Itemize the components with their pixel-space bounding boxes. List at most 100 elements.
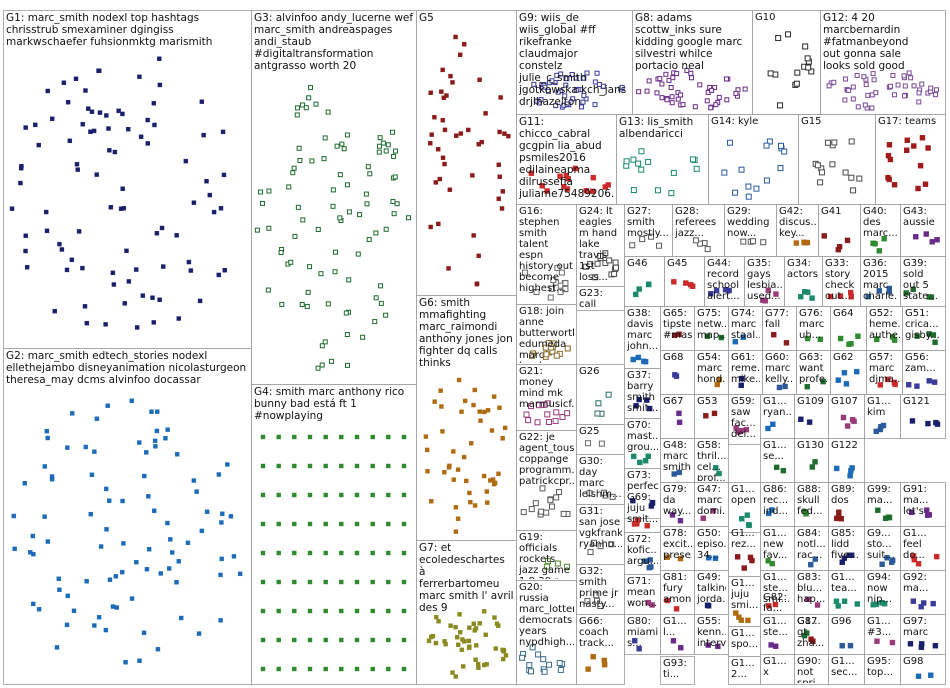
node-g88 (803, 511, 809, 517)
node-g65 (676, 331, 682, 337)
node-g6 (472, 503, 478, 508)
node-g1 (83, 88, 88, 93)
node-g1 (67, 138, 73, 144)
node-g1 (88, 129, 93, 134)
node-g3 (300, 102, 306, 108)
node-g9 (549, 78, 555, 84)
node-g4 (276, 608, 281, 614)
node-g115 (772, 643, 779, 649)
group-frame-g44 (704, 256, 745, 307)
node-g4 (370, 579, 375, 585)
node-g4 (370, 637, 375, 643)
node-g5 (428, 141, 433, 146)
node-g113 (808, 636, 814, 642)
group-label-g53: G53 (697, 396, 718, 407)
node-g38 (642, 359, 649, 365)
group-label-g93: G93: ti... (663, 658, 687, 680)
node-g1 (145, 117, 150, 123)
node-g32 (593, 592, 600, 599)
group-label-g18: G18: join anne butterworth edumeda marc … (519, 306, 574, 363)
node-g43 (913, 234, 919, 240)
node-g83 (805, 596, 811, 602)
group-label-g45: G45 (667, 258, 688, 269)
node-g69 (644, 522, 650, 529)
node-g8 (670, 75, 676, 81)
node-g2 (155, 409, 160, 414)
node-g6 (487, 478, 493, 483)
node-g13 (693, 165, 700, 172)
node-g74 (732, 338, 739, 345)
node-g79 (669, 512, 676, 518)
node-g105 (772, 601, 779, 608)
node-layer (9, 31, 941, 679)
node-g7 (459, 647, 465, 653)
group-frame-g96 (828, 614, 865, 655)
node-g44 (726, 287, 732, 294)
node-g108 (873, 428, 879, 435)
node-g7 (493, 646, 498, 651)
group-label-g39: G39: sold out 5 state... (903, 258, 938, 302)
node-g6 (468, 441, 474, 446)
node-g37 (636, 396, 642, 403)
node-g99 (886, 514, 893, 521)
node-g17 (886, 176, 892, 183)
group-frame-g40 (860, 204, 901, 257)
node-g102 (745, 617, 751, 624)
node-g6 (461, 454, 467, 460)
group-frame-g106 (728, 482, 761, 533)
group-frame-g3 (251, 10, 417, 385)
node-g78 (664, 554, 670, 560)
node-g4 (260, 550, 266, 556)
node-g7 (492, 615, 497, 620)
node-g33 (827, 293, 834, 300)
group-frame-g103 (660, 614, 695, 655)
group-label-g76: G76: marc uh... (799, 308, 825, 341)
node-g4 (323, 492, 328, 498)
node-g2 (92, 623, 97, 628)
node-g8 (724, 97, 730, 103)
group-label-g105: G1... ste... smi... (763, 572, 791, 605)
group-label-g33: G33: story check out... (825, 258, 855, 302)
node-g1 (122, 301, 127, 306)
node-g1 (134, 325, 140, 330)
node-g1 (157, 82, 163, 88)
node-g9 (569, 72, 575, 78)
node-g44 (713, 287, 720, 294)
node-g15 (850, 187, 857, 194)
node-g7 (471, 621, 476, 626)
node-g8 (669, 100, 675, 106)
node-g1 (124, 248, 129, 254)
node-g60 (782, 383, 788, 390)
node-g6 (462, 398, 468, 404)
node-g3 (313, 101, 319, 107)
group-label-g25: G25 (579, 426, 600, 437)
node-g3 (406, 215, 412, 221)
node-g20 (546, 661, 553, 668)
node-g87 (803, 630, 810, 636)
node-g4 (339, 492, 344, 498)
group-label-g41: G41 (821, 206, 842, 217)
node-g8 (709, 87, 715, 93)
node-g22 (528, 506, 535, 513)
node-g1 (157, 297, 162, 302)
node-g1 (137, 74, 142, 79)
node-g72 (647, 557, 653, 563)
node-g4 (260, 579, 266, 585)
node-g1 (150, 295, 155, 300)
node-g71 (649, 602, 655, 608)
node-g14 (738, 166, 745, 173)
node-g6 (481, 473, 487, 479)
node-g24 (597, 252, 604, 259)
node-g62 (835, 377, 842, 383)
node-g5 (436, 221, 441, 227)
node-g5 (447, 187, 453, 192)
node-g13 (623, 158, 630, 165)
node-g6 (442, 469, 447, 475)
node-g15 (814, 162, 821, 169)
node-g2 (129, 398, 134, 403)
node-g2 (113, 574, 119, 579)
node-g17 (917, 162, 924, 169)
node-g2 (174, 452, 180, 457)
node-g1 (23, 125, 28, 130)
node-g9 (555, 89, 561, 95)
